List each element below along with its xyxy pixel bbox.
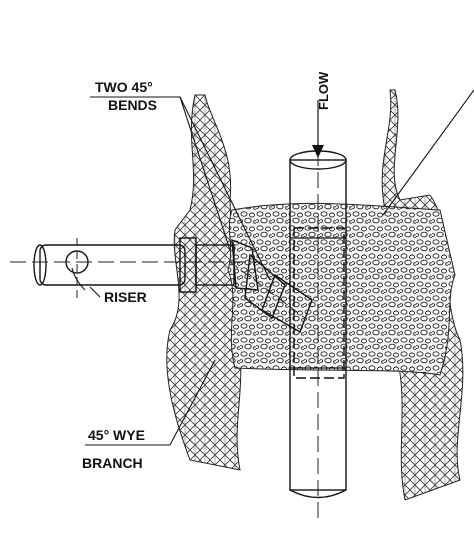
label-wye-line2: BRANCH (82, 455, 143, 471)
bend-fittings (229, 238, 313, 334)
flow-arrow (312, 100, 324, 158)
label-flow: FLOW (316, 71, 331, 110)
trench-wall-left (166, 94, 242, 471)
label-bends-line1: TWO 45° (95, 79, 153, 95)
label-bends-line2: BENDS (108, 97, 157, 113)
wye-body (290, 227, 346, 379)
leader-lines (71, 89, 474, 446)
label-riser: RISER (104, 289, 147, 305)
gravel-bedding (227, 202, 456, 376)
label-wye-line1: 45° WYE (88, 427, 145, 443)
